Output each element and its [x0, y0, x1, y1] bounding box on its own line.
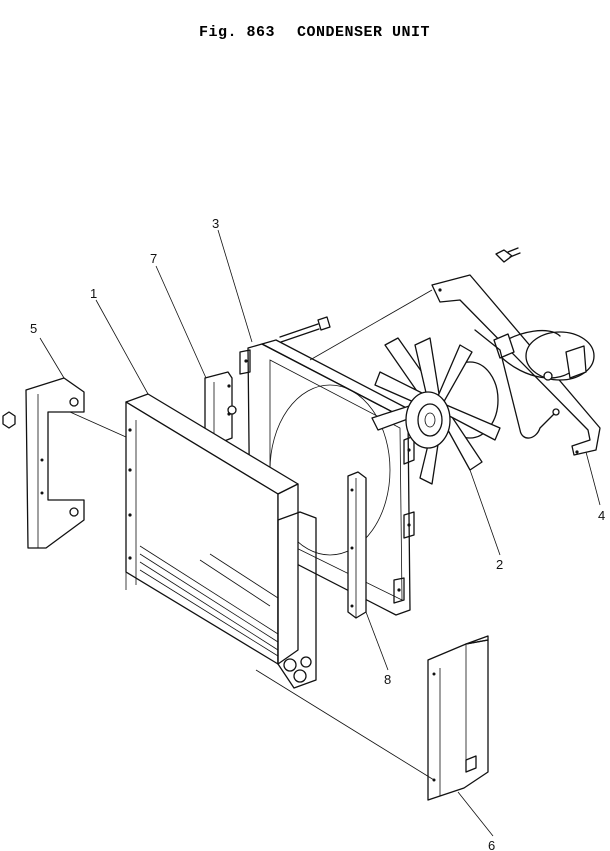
lower-bracket-6: [427, 635, 489, 801]
hex-nut: [2, 411, 16, 429]
callout-5: 5: [30, 321, 37, 336]
figure-name: CONDENSER UNIT: [297, 24, 431, 41]
callout-4: 4: [598, 508, 605, 523]
long-bolt: [279, 316, 331, 343]
figure-title: Fig. 863 CONDENSER UNIT: [0, 0, 610, 41]
callout-7: 7: [150, 251, 157, 266]
condenser-core: [125, 393, 317, 689]
small-bolt: [495, 247, 521, 263]
mounting-strip-8: [347, 471, 367, 619]
cooling-fan: [371, 337, 501, 485]
callout-numbers: 1 2 3 4 5 6 7 8: [30, 216, 605, 851]
left-bracket-5: [25, 377, 85, 549]
motor-mount-assembly: [431, 274, 601, 456]
callout-3: 3: [212, 216, 219, 231]
callout-1: 1: [90, 286, 97, 301]
leader-lines: [39, 229, 601, 837]
callout-6: 6: [488, 838, 495, 851]
side-bracket-7: [204, 371, 237, 446]
figure-number: Fig. 863: [198, 24, 275, 41]
callout-8: 8: [384, 672, 391, 687]
callout-2: 2: [496, 557, 503, 572]
